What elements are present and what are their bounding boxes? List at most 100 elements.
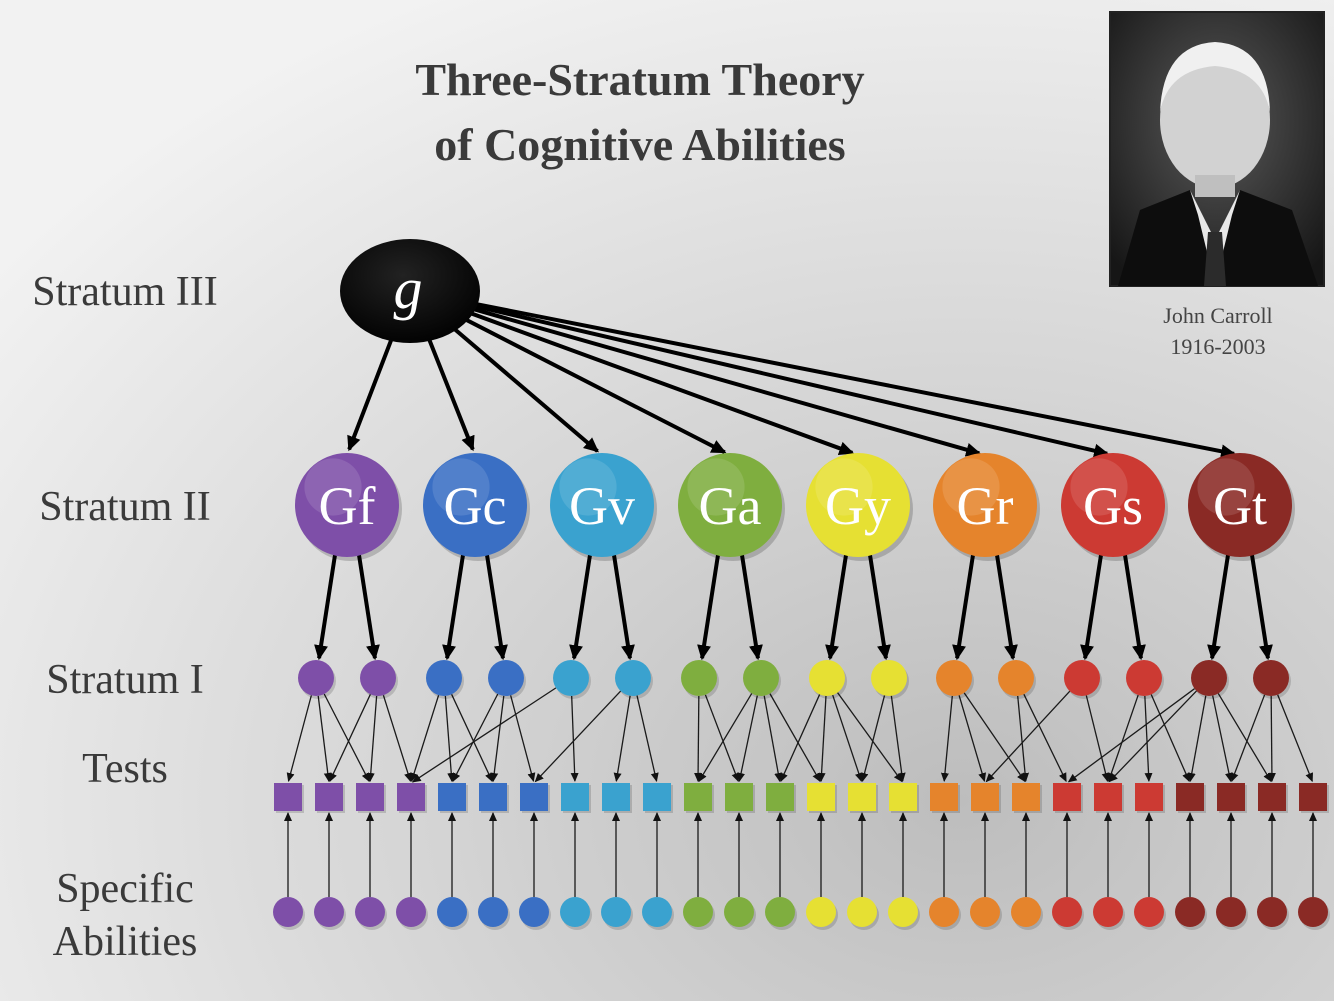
narrow-to-test-links <box>286 687 1313 783</box>
g-factor-node: g <box>340 239 480 343</box>
tests-label: Tests <box>82 746 168 792</box>
test-box <box>684 783 714 813</box>
broad-ability-gs-label: Gs <box>1083 476 1143 536</box>
specific-ability-node <box>273 897 305 930</box>
test-box <box>889 783 919 813</box>
narrow-to-test-arrow <box>323 693 370 783</box>
specific-ability-node <box>806 897 838 930</box>
narrow-to-test-arrow <box>1277 694 1313 783</box>
broad-ability-ga-node: Ga <box>678 453 785 561</box>
test-box <box>930 783 960 813</box>
narrow-ability-node <box>553 660 591 699</box>
specific-ability-node <box>1175 897 1207 930</box>
test-box <box>848 783 878 813</box>
narrow-to-test-arrow <box>860 695 886 783</box>
narrow-abilities <box>298 660 1291 699</box>
test-box <box>438 783 468 813</box>
narrow-to-test-arrow <box>411 687 557 783</box>
narrow-to-test-arrow <box>452 693 499 783</box>
narrow-to-test-arrow <box>1023 693 1067 783</box>
portrait-tie-shape <box>1204 232 1226 286</box>
test-box <box>520 783 550 813</box>
broad-ability-gc-node: Gc <box>423 453 530 561</box>
broad-ability-gt-label: Gt <box>1213 476 1267 536</box>
g-to-gv-arrow <box>446 321 599 453</box>
portrait-head-shape <box>1160 52 1270 188</box>
test-box <box>479 783 509 813</box>
g-to-ga-arrow <box>453 312 727 455</box>
specific-ability-node <box>970 897 1002 930</box>
test-box <box>602 783 632 813</box>
specific-ability-node <box>560 897 592 930</box>
narrow-to-test-arrow <box>329 694 371 783</box>
test-box <box>397 783 427 813</box>
test-box <box>1217 783 1247 813</box>
specific-abilities <box>273 897 1330 930</box>
g-factor-label: g <box>394 256 423 321</box>
narrow-ability-node <box>1253 660 1291 699</box>
portrait-hair-shape <box>1160 42 1270 112</box>
specific-ability-node <box>765 897 797 930</box>
narrow-to-test-arrow <box>832 694 863 783</box>
narrow-ability-node <box>360 660 398 699</box>
narrow-to-test-arrow <box>451 694 493 783</box>
narrow-to-test-arrow <box>410 694 440 783</box>
narrow-ability-node <box>936 660 974 699</box>
narrow-to-test-arrow <box>763 695 783 783</box>
gc-to-narrow-arrow <box>442 554 465 661</box>
narrow-ability-node <box>1064 660 1102 699</box>
test-box <box>725 783 755 813</box>
gr-to-narrow-arrow <box>952 554 975 661</box>
specific-ability-node <box>1011 897 1043 930</box>
ga-to-narrow-arrow <box>697 554 720 661</box>
narrow-to-test-arrow <box>1217 693 1272 783</box>
narrow-to-test-arrow <box>490 695 505 783</box>
narrow-to-test-arrow <box>1267 695 1276 783</box>
portrait-years: 1916-2003 <box>1170 334 1265 359</box>
narrow-ability-node <box>1126 660 1164 699</box>
narrow-ability-node <box>488 660 526 699</box>
narrow-ability-node <box>298 660 336 699</box>
narrow-ability-node <box>871 660 909 699</box>
narrow-to-test-arrow <box>636 695 659 783</box>
gt-to-narrow-arrow <box>1250 554 1273 661</box>
narrow-to-test-arrow <box>1230 694 1266 783</box>
broad-ability-gr-label: Gr <box>957 476 1014 536</box>
narrow-to-test-arrow <box>1187 695 1207 783</box>
gy-to-narrow-arrow <box>825 554 848 661</box>
g-to-broad-links <box>347 298 1237 459</box>
gy-to-narrow-arrow <box>868 554 891 661</box>
specific-ability-node <box>1216 897 1248 930</box>
narrow-to-test-arrow <box>769 693 821 783</box>
gr-to-narrow-arrow <box>995 554 1018 661</box>
narrow-ability-node <box>1191 660 1229 699</box>
specific-ability-node <box>1257 897 1289 930</box>
specific-ability-node <box>929 897 961 930</box>
narrow-ability-node <box>809 660 847 699</box>
specific-ability-node <box>1134 897 1166 930</box>
specific-ability-node <box>1298 897 1330 930</box>
broad-ability-gs-node: Gs <box>1061 453 1168 561</box>
narrow-to-test-arrow <box>1108 690 1197 783</box>
specific-ability-node <box>519 897 551 930</box>
broad-ability-gc-label: Gc <box>444 476 507 536</box>
specific-ability-node <box>888 897 920 930</box>
narrow-to-test-arrow <box>704 694 740 783</box>
g-to-gy-arrow <box>456 306 855 456</box>
test-box <box>1176 783 1206 813</box>
g-to-gr-arrow <box>457 302 982 457</box>
portrait-photo <box>1109 11 1325 287</box>
narrow-to-test-arrow <box>963 692 1026 783</box>
narrow-ability-node <box>426 660 464 699</box>
broad-ability-gf-node: Gf <box>295 453 402 561</box>
g-to-gt-arrow <box>458 298 1237 459</box>
stratum-ii-label: Stratum II <box>39 484 210 530</box>
narrow-to-test-arrow <box>286 695 312 783</box>
broad-ability-gv-node: Gv <box>550 453 657 561</box>
ga-to-narrow-arrow <box>740 554 763 661</box>
specific-ability-node <box>847 897 879 930</box>
test-box <box>1258 783 1288 813</box>
broad-ability-gr-node: Gr <box>933 453 1040 561</box>
